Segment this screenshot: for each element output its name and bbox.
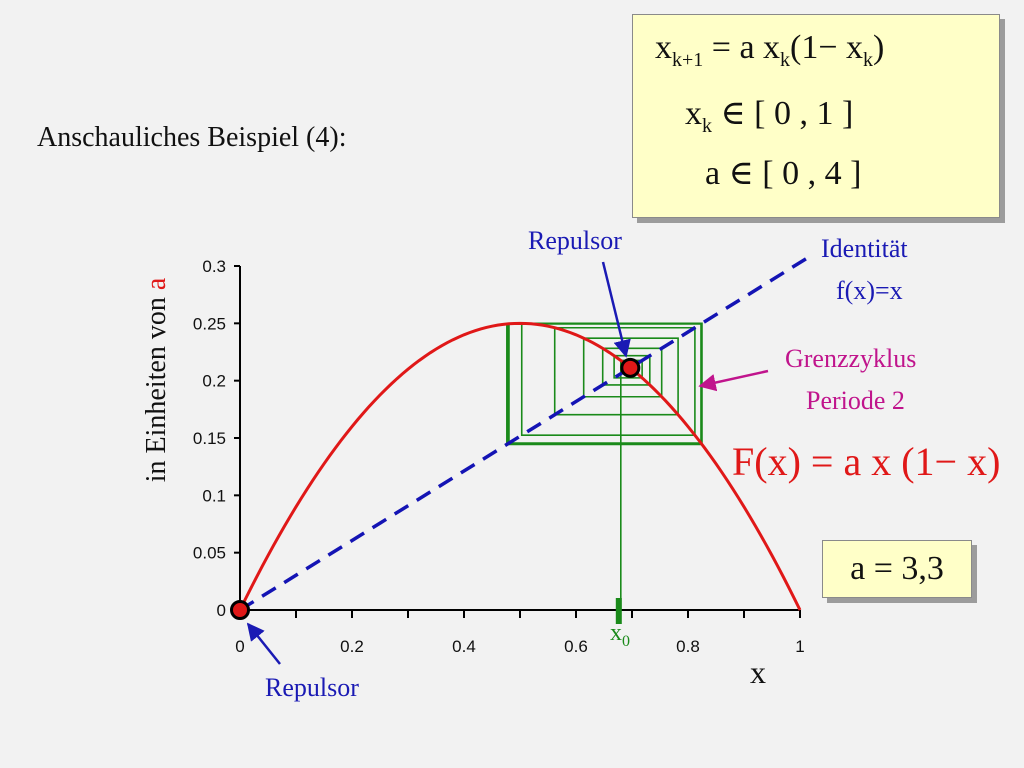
axes: 0 0.2 0.4 0.6 0.8 1 0 0.05 0.1 0.15 0.2 0.25 0.3 <box>193 257 805 656</box>
formula-box: xk+1 = a xk(1− xk) xk ∈ [ 0 , 1 ] a ∈ [ … <box>632 14 1000 218</box>
x-tick-label: 1 <box>795 637 804 656</box>
repulsor-arrow-bottom <box>246 622 281 665</box>
x-tick-label: 0 <box>235 637 244 656</box>
x-tick-label: 0.4 <box>452 637 476 656</box>
y-tick-label: 0.2 <box>202 372 226 391</box>
x-tick-label: 0.2 <box>340 637 364 656</box>
y-axis-label: in Einheiten von a <box>141 277 172 483</box>
repulsor-arrow-top <box>601 261 631 358</box>
arrows <box>246 261 769 665</box>
y-tick-label: 0.05 <box>193 544 226 563</box>
fixed-point <box>620 357 641 378</box>
identity-line <box>239 254 813 612</box>
parabola-curve <box>238 321 802 611</box>
y-tick-label: 0.15 <box>193 429 226 448</box>
period-label: Periode 2 <box>806 386 905 415</box>
y-tick-label: 0.3 <box>202 257 226 276</box>
x-tick-label: 0.8 <box>676 637 700 656</box>
identity-label: Identität <box>821 234 908 263</box>
y-tick-label: 0.1 <box>202 486 226 505</box>
y-tick-label: 0 <box>217 601 226 620</box>
repulsor-label-top: Repulsor <box>528 226 622 255</box>
x0-label: x0 <box>610 620 630 650</box>
map-formula: F(x) = a x (1− x) <box>732 439 1001 484</box>
formula-domain-x: xk ∈ [ 0 , 1 ] <box>685 95 854 137</box>
fixed-point <box>230 600 250 620</box>
fixed-points <box>230 357 641 620</box>
slide-heading: Anschauliches Beispiel (4): <box>37 122 347 153</box>
x-axis-label: x <box>750 654 766 690</box>
parameter-box: a = 3,3 <box>822 540 972 598</box>
x-tick-label: 0.6 <box>564 637 588 656</box>
limit-cycle-arrow <box>698 369 769 392</box>
cobweb-diagram <box>506 322 703 624</box>
formula-domain-a: a ∈ [ 0 , 4 ] <box>705 155 862 192</box>
y-tick-label: 0.25 <box>193 314 226 333</box>
identity-formula-label: f(x)=x <box>836 276 903 305</box>
repulsor-label-bottom: Repulsor <box>265 673 359 702</box>
cobweb-path <box>506 322 703 610</box>
limit-cycle-label: Grenzzyklus <box>785 344 917 373</box>
formula-recurrence: xk+1 = a xk(1− xk) <box>655 29 885 71</box>
